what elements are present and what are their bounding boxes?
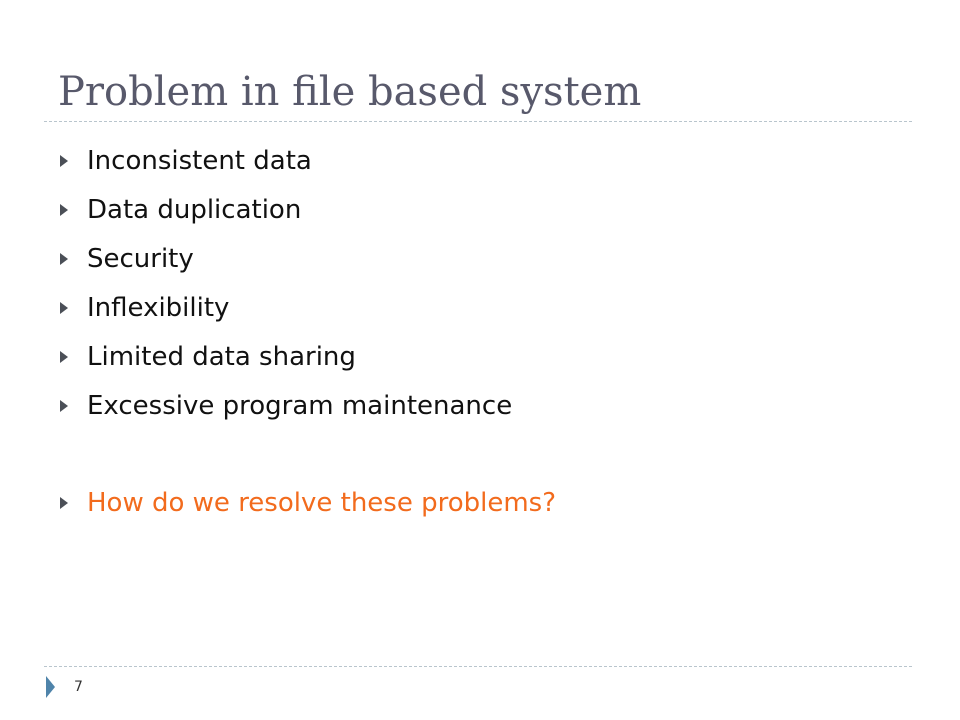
bullet-text: Security [87,243,194,274]
bullet-text: Inconsistent data [87,145,312,176]
bullet-text: Excessive program maintenance [87,390,513,421]
bullet-item: Inflexibility [60,283,556,332]
triangle-right-icon [60,496,68,509]
bullet-spacer [60,430,556,478]
triangle-right-icon [60,350,68,363]
bullet-text: Limited data sharing [87,341,356,372]
question-text: How do we resolve these problems? [87,487,557,518]
bullet-item: Security [60,234,556,283]
slide-title: Problem in file based system [58,69,642,115]
bullet-text: Data duplication [87,194,302,225]
title-divider [44,121,912,122]
triangle-right-icon [60,301,68,314]
bullet-item: Inconsistent data [60,136,556,185]
question-item: How do we resolve these problems? [60,478,556,527]
triangle-right-icon [60,203,68,216]
triangle-right-icon [60,252,68,265]
footer-divider [44,666,912,667]
bullet-item: Excessive program maintenance [60,381,556,430]
bullet-text: Inflexibility [87,292,230,323]
bullet-list: Inconsistent data Data duplication Secur… [60,136,556,527]
footer-triangle-icon [46,676,55,698]
bullet-item: Data duplication [60,185,556,234]
triangle-right-icon [60,154,68,167]
page-number: 7 [74,679,83,695]
triangle-right-icon [60,399,68,412]
bullet-item: Limited data sharing [60,332,556,381]
